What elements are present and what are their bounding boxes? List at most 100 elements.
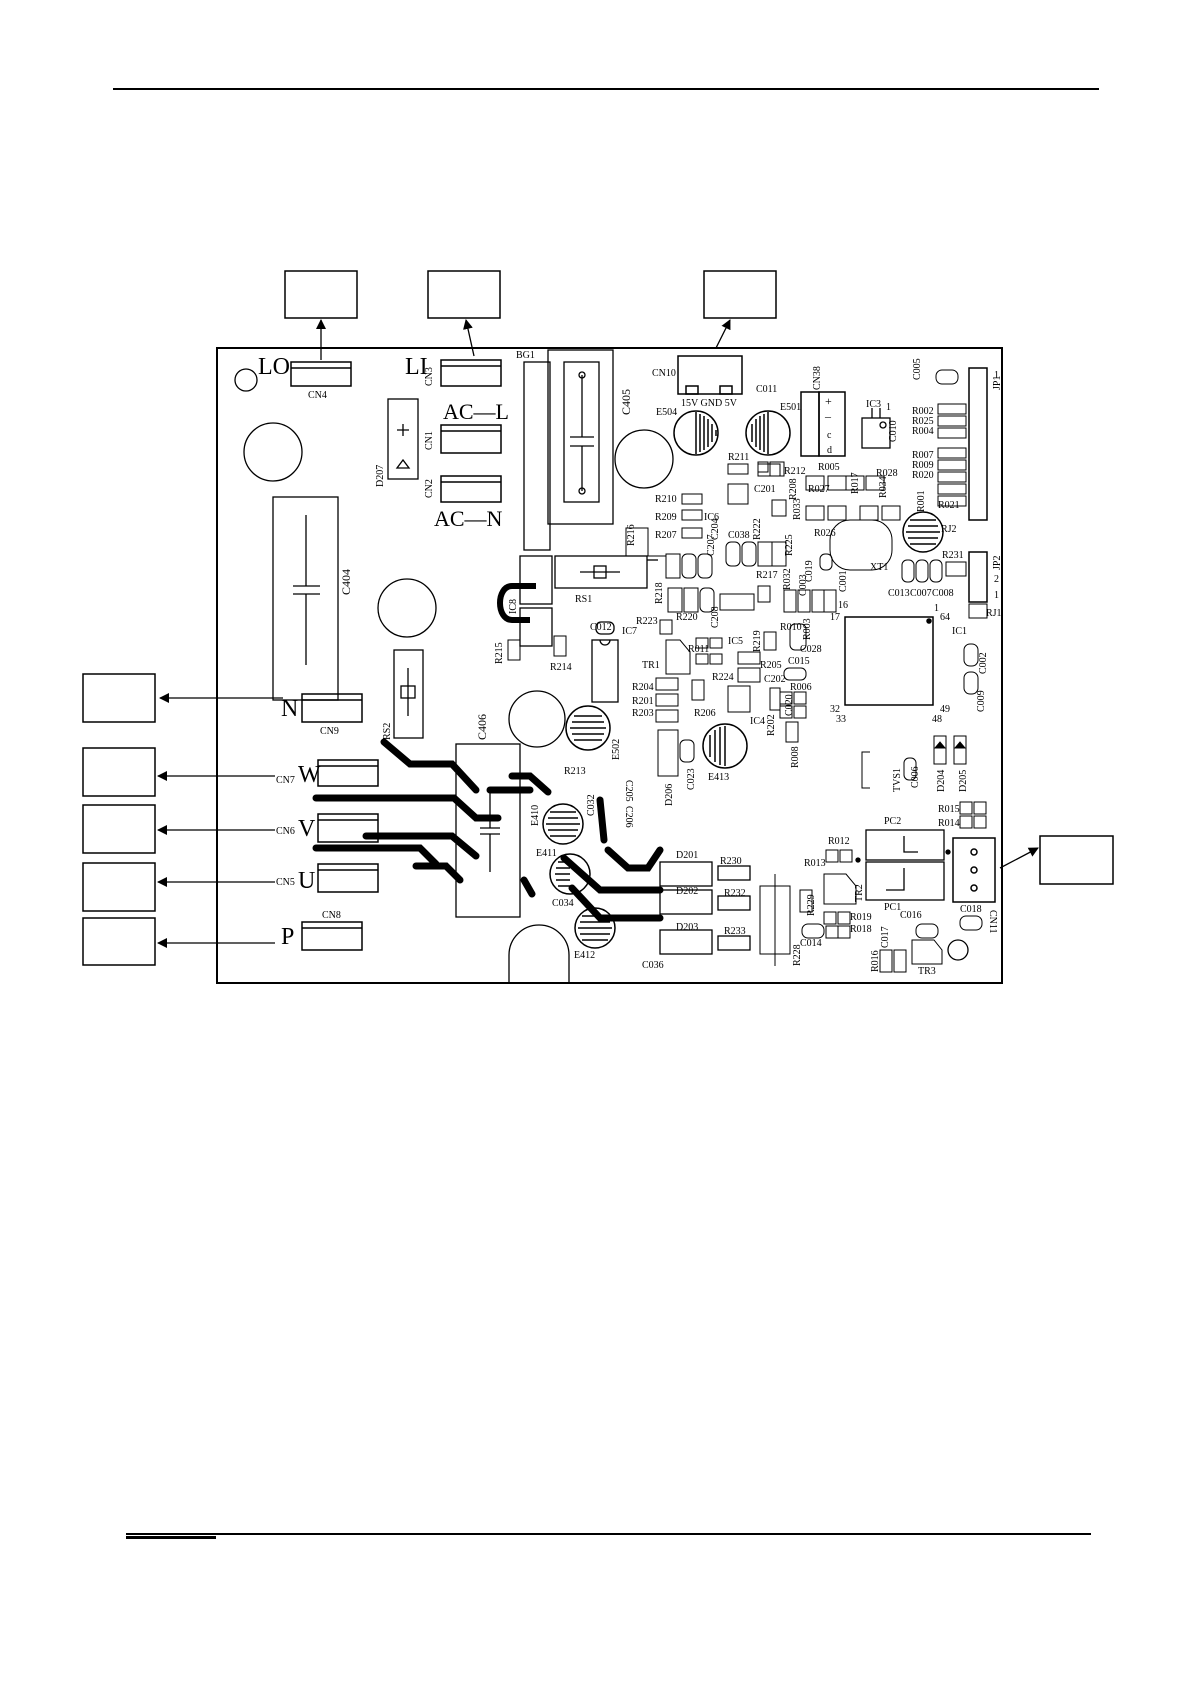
label-e413: E413 [708, 772, 729, 783]
relay-rs1 [554, 555, 658, 589]
resistors-r210-r207 [681, 493, 703, 539]
cn38-pin-2: – [824, 409, 832, 423]
hole-bottom-slot [508, 924, 570, 983]
tr2-area [759, 849, 857, 966]
label-r004: R004 [912, 426, 934, 437]
label-c404: C404 [339, 569, 353, 595]
label-r016: R016 [870, 950, 881, 972]
ic7-area [667, 585, 771, 613]
label-r230: R230 [720, 856, 742, 867]
ic4-area [727, 631, 807, 743]
tr3-area [879, 915, 983, 973]
label-ic6: IC6 [704, 512, 719, 523]
label-d206: D206 [664, 784, 675, 806]
label-r218: R218 [654, 582, 665, 604]
label-rs1: RS1 [575, 594, 592, 605]
resistors-r026-r034 [757, 461, 901, 521]
label-r032: R032 [782, 568, 793, 590]
label-c006: C006 [910, 766, 921, 788]
label-v: V [298, 816, 316, 842]
label-r210: R210 [655, 494, 677, 505]
bg1-bar [523, 361, 551, 551]
label-c012: C012 [590, 622, 612, 633]
label-e501: E501 [780, 402, 801, 413]
label-r233: R233 [724, 926, 746, 937]
connector-cn11 [952, 837, 996, 903]
label-p: P [281, 924, 294, 950]
resistor-rs2 [393, 649, 424, 739]
label-ac-l: AC—L [443, 399, 509, 424]
label-r012: R012 [828, 836, 850, 847]
label-c028: C028 [800, 644, 822, 655]
label-bg1: BG1 [516, 350, 535, 361]
label-c015: C015 [788, 656, 810, 667]
label-r005: R005 [818, 462, 840, 473]
tr1 [659, 619, 691, 675]
hole-top-center [614, 429, 674, 489]
label-e411: E411 [536, 848, 557, 859]
label-d201: D201 [676, 850, 698, 861]
label-c038: C038 [728, 530, 750, 541]
label-r215: R215 [494, 642, 505, 664]
label-r019: R019 [850, 912, 872, 923]
ic1-pin-32: 32 [830, 704, 840, 715]
ic1-mcu [844, 616, 934, 706]
label-cn2: CN2 [424, 479, 435, 498]
label-cn9: CN9 [320, 726, 339, 737]
label-c205: C205 [623, 780, 634, 802]
ic1-pin-49: 49 [940, 704, 950, 715]
label-ac-n: AC—N [434, 506, 503, 531]
label-c202: C202 [764, 674, 786, 685]
label-rj2: RJ2 [941, 524, 957, 535]
label-r017: R017 [850, 472, 861, 494]
label-r222: R222 [752, 518, 763, 540]
label-ic8: IC8 [508, 599, 519, 614]
capacitor-c404 [272, 496, 339, 701]
diodes-d204-d205 [933, 735, 967, 765]
ic1-pin-16: 16 [838, 600, 848, 611]
hole-large-left [243, 422, 303, 482]
label-cn10-pins: 15V GND 5V [681, 398, 738, 409]
label-r011: R011 [688, 644, 709, 655]
label-r008: R008 [790, 746, 801, 768]
label-c013: C013 [888, 588, 910, 599]
label-r026: R026 [814, 528, 836, 539]
diodes-d201-d203 [659, 861, 751, 955]
label-r217: R217 [756, 570, 778, 581]
label-lo: LO [258, 354, 290, 380]
connector-n [301, 693, 363, 723]
label-jp1-pin: 1 [994, 370, 999, 381]
cap-e502 [565, 705, 611, 751]
label-c036: C036 [642, 960, 664, 971]
label-c023: C023 [686, 768, 697, 790]
label-jp2: JP2 [992, 556, 1003, 570]
header-jp2 [968, 551, 988, 603]
label-r225: R225 [784, 534, 795, 556]
label-c201: C201 [754, 484, 776, 495]
label-r205: R205 [760, 660, 782, 671]
label-c001: C001 [838, 570, 849, 592]
ic-side-resistors [783, 589, 837, 651]
label-r009: R009 [912, 460, 934, 471]
label-r013: R013 [804, 858, 826, 869]
label-cn10: CN10 [652, 368, 676, 379]
label-r212: R212 [784, 466, 806, 477]
label-cn11: CN11 [987, 910, 998, 934]
ic8 [519, 555, 553, 647]
label-jp1: JP1 [992, 376, 1003, 390]
connector-cn38 [800, 391, 846, 457]
callout-boxes [82, 270, 1114, 966]
bottom-rule-thick [126, 1536, 216, 1539]
label-ic7: IC7 [622, 626, 637, 637]
resistors-r015-r014 [959, 801, 987, 829]
ic6-lower [625, 527, 787, 579]
callout-box-u [82, 862, 156, 912]
label-r216: R216 [626, 524, 637, 546]
ic1-pin-48: 48 [932, 714, 942, 725]
label-r203: R203 [632, 708, 654, 719]
label-d204: D204 [936, 770, 947, 792]
label-d202: D202 [676, 886, 698, 897]
cap-e504 [673, 410, 719, 456]
cn38-pin-3: c [827, 430, 832, 441]
tvs1 [861, 751, 917, 789]
